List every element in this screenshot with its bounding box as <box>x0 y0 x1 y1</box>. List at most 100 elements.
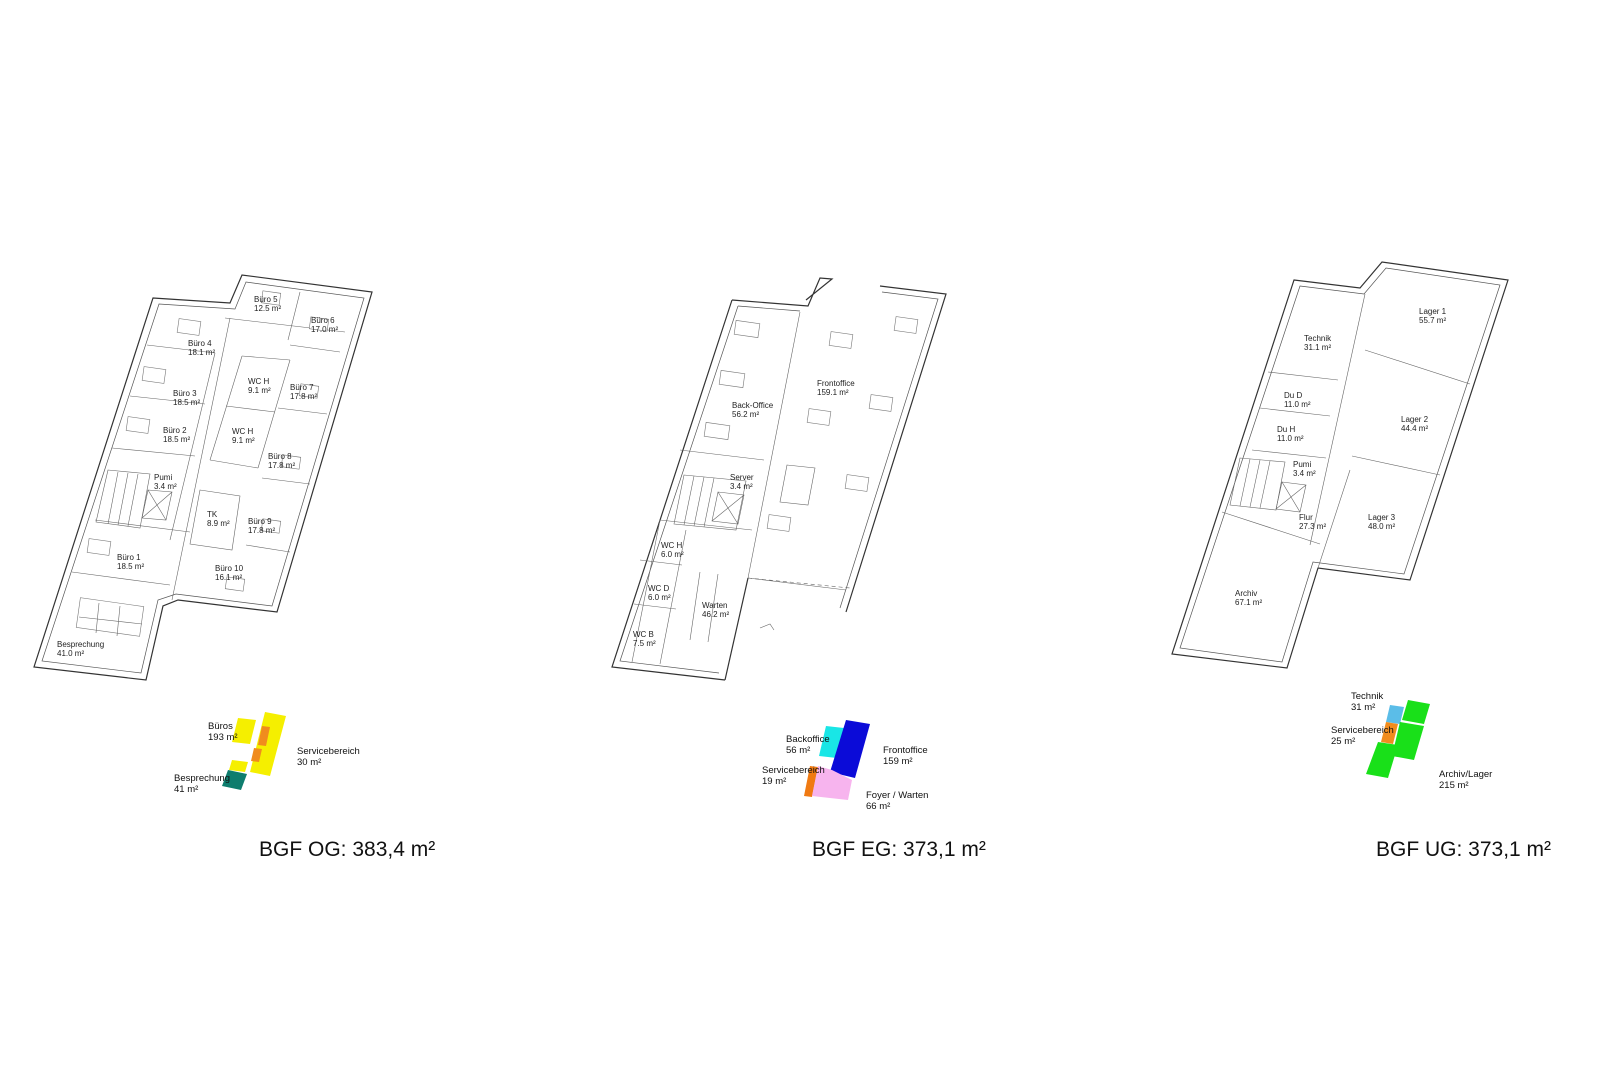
room-name: Technik <box>1304 334 1332 343</box>
og-legend-bueros-swatch-2 <box>232 718 256 744</box>
ug-legend-area: 215 m² <box>1439 780 1469 791</box>
ug-legend-diagram <box>1366 700 1430 778</box>
eg-legend-foyer-swatch <box>812 766 852 800</box>
room-area: 17.8 m² <box>248 526 275 535</box>
eg-legend-area: 19 m² <box>762 776 786 787</box>
room-name: Büro 3 <box>173 389 197 398</box>
ug-legend-label-lager: Archiv/Lager 215 m² <box>1439 769 1492 791</box>
room-name: Büro 2 <box>163 426 187 435</box>
room-name: Büro 7 <box>290 383 314 392</box>
ug-room-label: Lager 348.0 m² <box>1368 513 1396 531</box>
room-area: 159.1 m² <box>817 388 849 397</box>
room-area: 27.3 m² <box>1299 522 1326 531</box>
room-name: Flur <box>1299 513 1313 522</box>
eg-room-label: WC B7.5 m² <box>633 630 656 648</box>
room-area: 9.1 m² <box>248 386 271 395</box>
room-name: Lager 3 <box>1368 513 1396 522</box>
room-name: Back-Office <box>732 401 774 410</box>
og-room-label: Büro 418.1 m² <box>188 339 215 357</box>
room-area: 55.7 m² <box>1419 316 1446 325</box>
ug-room-label: Lager 244.4 m² <box>1401 415 1429 433</box>
room-name: Pumi <box>1293 460 1311 469</box>
eg-legend-diagram <box>804 720 870 800</box>
og-room-label: Büro 717.8 m² <box>290 383 317 401</box>
room-area: 3.4 m² <box>1293 469 1316 478</box>
ug-legend-lager-swatch-3 <box>1366 742 1398 778</box>
room-name: TK <box>207 510 218 519</box>
og-room-label: Büro 218.5 m² <box>163 426 190 444</box>
eg-legend-label-backoffice: Backoffice 56 m² <box>786 734 830 756</box>
og-legend-besprechung-swatch <box>222 770 247 790</box>
room-area: 31.1 m² <box>1304 343 1331 352</box>
room-name: WC H <box>232 427 254 436</box>
room-name: Du D <box>1284 391 1302 400</box>
room-area: 18.5 m² <box>173 398 200 407</box>
og-room-label: TK8.9 m² <box>207 510 230 528</box>
room-name: Lager 2 <box>1401 415 1429 424</box>
room-name: Server <box>730 473 754 482</box>
eg-legend-label-service: Servicebereich 19 m² <box>762 765 825 787</box>
og-legend-name: Servicebereich <box>297 746 360 757</box>
room-area: 41.0 m² <box>57 649 84 658</box>
room-area: 44.4 m² <box>1401 424 1428 433</box>
og-legend-service-swatch <box>258 726 270 746</box>
eg-legend-area: 56 m² <box>786 745 810 756</box>
room-name: Büro 6 <box>311 316 335 325</box>
eg-legend-service-swatch <box>804 766 818 797</box>
room-area: 17.8 m² <box>290 392 317 401</box>
room-name: Warten <box>702 601 728 610</box>
room-area: 8.9 m² <box>207 519 230 528</box>
eg-legend-frontoffice-swatch <box>830 720 870 778</box>
og-bgf-total: BGF OG: 383,4 m² <box>259 838 436 861</box>
eg-legend-area: 66 m² <box>866 801 890 812</box>
ug-legend-name: Servicebereich <box>1331 725 1394 736</box>
room-name: Büro 10 <box>215 564 244 573</box>
ug-legend-technik-swatch <box>1386 705 1404 724</box>
room-area: 12.5 m² <box>254 304 281 313</box>
room-name: Du H <box>1277 425 1295 434</box>
ug-room-label: Du H11.0 m² <box>1277 425 1304 443</box>
eg-room-label: WC H6.0 m² <box>661 541 684 559</box>
room-name: Archiv <box>1235 589 1257 598</box>
room-name: Pumi <box>154 473 172 482</box>
room-name: Büro 4 <box>188 339 212 348</box>
ug-legend-area: 31 m² <box>1351 702 1375 713</box>
og-legend-area: 30 m² <box>297 757 321 768</box>
room-area: 56.2 m² <box>732 410 759 419</box>
room-area: 3.4 m² <box>154 482 177 491</box>
room-area: 67.1 m² <box>1235 598 1262 607</box>
og-room-label: Büro 617.0 m² <box>311 316 338 334</box>
room-name: Büro 8 <box>268 452 292 461</box>
ug-room-label: Lager 155.7 m² <box>1419 307 1447 325</box>
room-area: 18.5 m² <box>163 435 190 444</box>
room-area: 11.0 m² <box>1284 400 1311 409</box>
room-name: WC D <box>648 584 670 593</box>
og-legend-label-bueros: Büros 193 m² <box>208 721 238 743</box>
ug-legend-area: 25 m² <box>1331 736 1355 747</box>
room-name: Besprechung <box>57 640 104 649</box>
og-legend-area: 193 m² <box>208 732 238 743</box>
eg-room-label: WC D6.0 m² <box>648 584 671 602</box>
og-room-label: WC H9.1 m² <box>248 377 271 395</box>
eg-legend-label-frontoffice: Frontoffice 159 m² <box>883 745 928 767</box>
og-room-label: Büro 512.5 m² <box>254 295 281 313</box>
room-area: 11.0 m² <box>1277 434 1304 443</box>
room-area: 17.0 m² <box>311 325 338 334</box>
room-name: Büro 5 <box>254 295 278 304</box>
room-area: 6.0 m² <box>661 550 684 559</box>
og-legend-area: 41 m² <box>174 784 198 795</box>
ug-bgf-total: BGF UG: 373,1 m² <box>1376 838 1552 861</box>
og-legend-name: Besprechung <box>174 773 230 784</box>
og-room-label: WC H9.1 m² <box>232 427 255 445</box>
eg-legend-label-foyer: Foyer / Warten 66 m² <box>866 790 928 812</box>
og-floor-plan <box>33 274 373 681</box>
